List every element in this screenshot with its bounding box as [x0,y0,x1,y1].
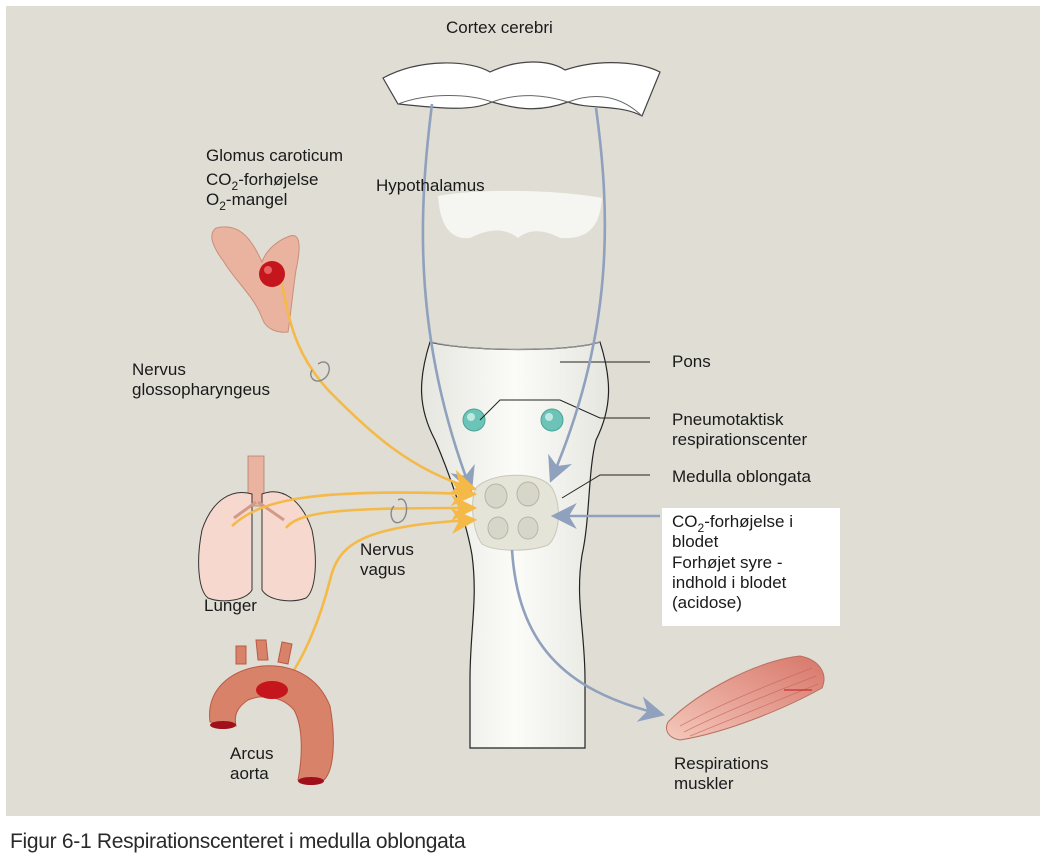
carotid-artery [212,227,299,332]
label-nervus-vagus-1: Nervus [360,540,414,559]
label-respirations: Respirations [674,754,769,773]
label-aorta: aorta [230,764,269,783]
respiratory-muscle [667,656,824,740]
aortic-receptor [256,681,288,699]
glomus-receptor [259,261,285,287]
lung-right [262,492,315,601]
label-nervus-glosso-2: glossopharyngeus [132,380,270,399]
hypothalamus-shape [438,191,602,238]
pneumotaxic-center-left [463,409,485,431]
label-blood-co2: CO2-forhøjelse i [672,512,793,533]
label-co2-increase: CO2-forhøjelse [206,170,319,191]
lung-left [199,493,252,601]
label-cortex: Cortex cerebri [446,18,553,37]
respiratory-center [473,475,559,550]
label-arcus: Arcus [230,744,273,763]
label-blood-4: indhold i blodet [672,573,786,592]
cortex-shape [383,62,660,116]
label-muskler: muskler [674,774,734,793]
label-nervus-vagus-2: vagus [360,560,405,579]
label-lunger: Lunger [204,596,257,615]
label-nervus-glosso-1: Nervus [132,360,186,379]
label-hypothalamus: Hypothalamus [376,176,485,195]
label-pons: Pons [672,352,711,371]
label-o2-deficit: O2-mangel [206,190,287,211]
label-glomus: Glomus caroticum [206,146,343,165]
label-medulla: Medulla oblongata [672,467,811,486]
vagal-lung-right [286,508,472,528]
label-blood-5: (acidose) [672,593,742,612]
pneumotaxic-center-right [541,409,563,431]
label-blood-2: blodet [672,532,718,551]
label-blood-3: Forhøjet syre - [672,553,783,572]
figure-caption: Figur 6-1 Respirationscenteret i medulla… [10,830,465,854]
label-pneumotaktisk-1: Pneumotaktisk [672,410,784,429]
label-pneumotaktisk-2: respirationscenter [672,430,807,449]
